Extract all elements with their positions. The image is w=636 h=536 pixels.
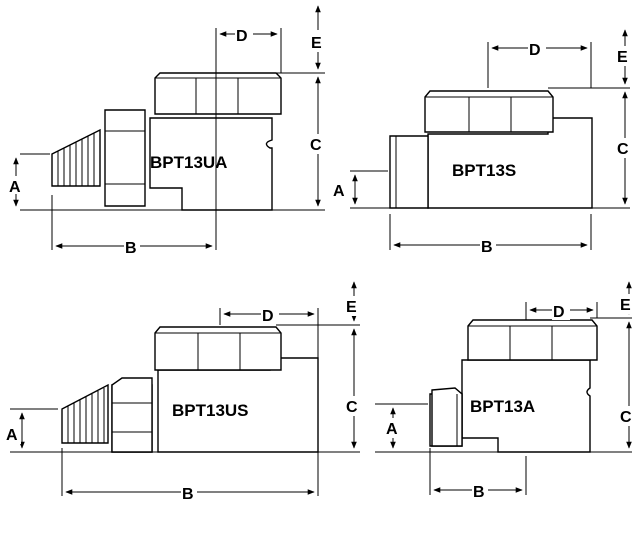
model-label: BPT13UA <box>150 153 227 172</box>
dimension-b-label: B <box>481 239 493 256</box>
dimension-c-label: C <box>617 141 629 158</box>
dimension-a-label: A <box>9 179 21 196</box>
diagram-bpt13ua: BPT13UA A B C D E <box>9 5 327 257</box>
diagram-bpt13s: BPT13S A B C D E <box>332 29 634 256</box>
dimension-c-label: C <box>620 409 632 426</box>
dimension-e-label: E <box>311 35 322 52</box>
diagram-bpt13us: BPT13US A B C D E <box>5 281 363 503</box>
dimension-b-label: B <box>125 240 137 257</box>
model-label: BPT13A <box>470 397 535 416</box>
fitting-body <box>389 90 593 209</box>
dimension-a-label: A <box>333 183 345 200</box>
dimension-lines <box>13 5 325 250</box>
dimension-d-label: D <box>236 28 248 45</box>
dimension-c-label: C <box>346 399 358 416</box>
dimension-d-label: D <box>553 304 565 321</box>
fitting-body <box>61 326 319 453</box>
dimension-a-label: A <box>386 421 398 438</box>
fitting-body <box>51 72 282 211</box>
fitting-body <box>429 319 598 453</box>
dimension-e-label: E <box>617 49 628 66</box>
model-label: BPT13US <box>172 401 249 420</box>
dimension-b-label: B <box>473 484 485 501</box>
dimension-d-label: D <box>529 42 541 59</box>
diagram-bpt13a: BPT13A A B C D E <box>375 281 636 501</box>
dimension-a-label: A <box>6 427 18 444</box>
dimension-c-label: C <box>310 137 322 154</box>
dimension-d-label: D <box>262 308 274 325</box>
dimension-lines <box>10 281 360 496</box>
model-label: BPT13S <box>452 161 516 180</box>
dimension-e-label: E <box>346 299 357 316</box>
dimension-b-label: B <box>182 486 194 503</box>
dimension-e-label: E <box>620 297 631 314</box>
